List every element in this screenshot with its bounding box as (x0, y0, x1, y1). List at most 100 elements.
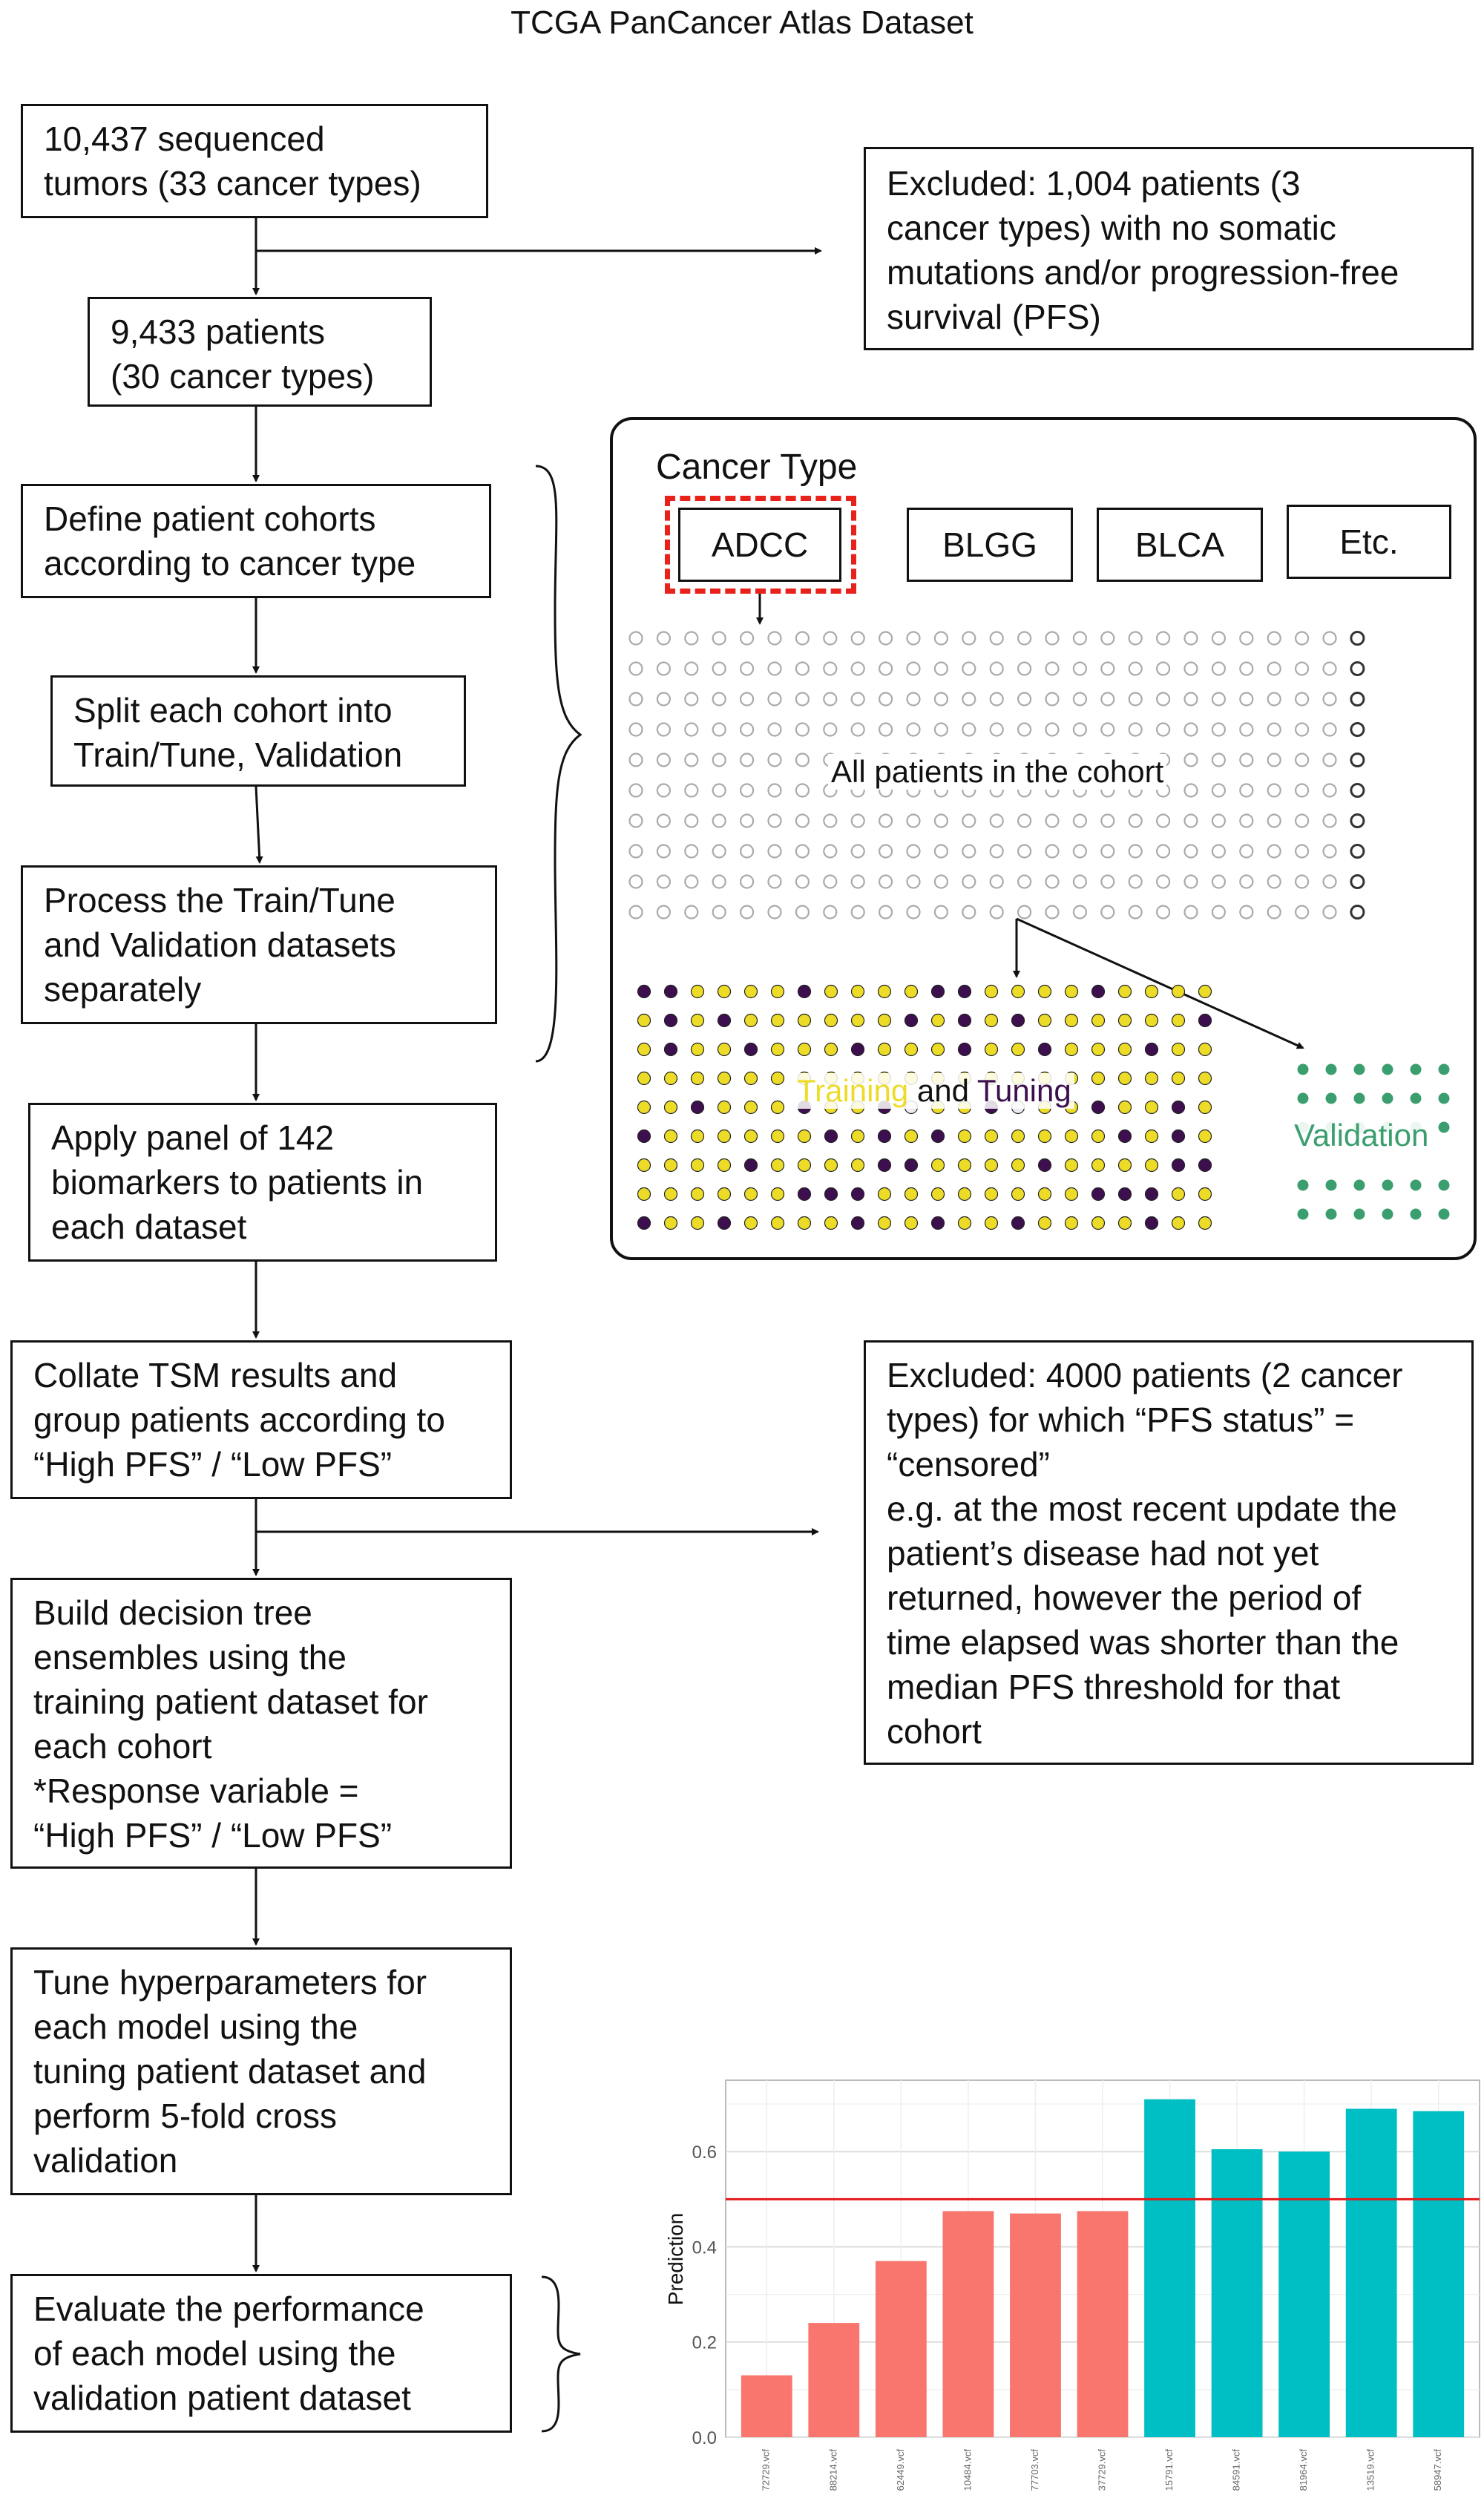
step-collate-results: Collate TSM results and group patients a… (10, 1340, 512, 1499)
patient-dot (1045, 661, 1060, 676)
patient-dot (1322, 692, 1337, 707)
train-tune-dot (1011, 1013, 1025, 1028)
train-tune-dot (1144, 1187, 1159, 1202)
train-tune-dot (797, 1216, 812, 1230)
step-define-cohorts: Define patient cohorts according to canc… (21, 484, 491, 598)
train-tune-dot (1117, 1216, 1132, 1230)
patient-dot (628, 844, 643, 859)
train-tune-dot (1171, 1071, 1186, 1086)
train-tune-dot (1171, 1013, 1186, 1028)
patient-dot (1239, 692, 1254, 707)
validation-dot (1297, 1063, 1309, 1075)
x-tick-label: 37729.vcf (1096, 2449, 1107, 2491)
train-tune-dot (1198, 1042, 1212, 1057)
patient-dot (1350, 783, 1365, 798)
patient-dot (962, 844, 976, 859)
validation-dot (1438, 1121, 1450, 1133)
patient-dot (656, 874, 672, 889)
patient-dot (906, 905, 921, 920)
patient-dot (1045, 844, 1060, 859)
all-patients-label: All patients in the cohort (828, 754, 1167, 790)
train-tune-dot (1011, 1158, 1025, 1173)
train-tune-dot (1117, 1042, 1132, 1057)
patient-dot (628, 661, 643, 676)
patient-dot (1322, 874, 1337, 889)
patient-dot (712, 844, 726, 859)
train-tune-dot (1011, 1129, 1025, 1144)
train-tune-dot (770, 1129, 785, 1144)
patient-dot (1072, 874, 1088, 889)
cancer-type-etc: Etc. (1287, 505, 1451, 579)
patient-dot (739, 874, 755, 889)
patient-dot (1100, 905, 1115, 920)
train-tune-dot (743, 984, 758, 999)
train-tune-dot (957, 1013, 972, 1028)
page-title: TCGA PanCancer Atlas Dataset (510, 4, 974, 41)
y-tick-label: 0.2 (692, 2333, 717, 2353)
train-tune-dot (717, 984, 732, 999)
patient-dot (1350, 661, 1365, 676)
patient-dot (1183, 631, 1198, 646)
train-tune-dot (957, 1042, 972, 1057)
train-tune-dot (743, 1013, 758, 1028)
train-tune-dot (663, 1013, 678, 1028)
patient-dot (1183, 783, 1198, 798)
patient-dot (1128, 631, 1143, 646)
patient-dot (906, 874, 921, 889)
train-tune-dot (1011, 1216, 1025, 1230)
patient-dot (1350, 631, 1365, 646)
patient-dot (1128, 905, 1143, 920)
patient-dot (656, 844, 672, 859)
patient-dot (1155, 844, 1171, 859)
patient-dot (656, 722, 672, 737)
patient-dot (712, 753, 726, 767)
patient-dot (1350, 753, 1365, 767)
patient-dot (962, 692, 976, 707)
bar-88214-vcf (808, 2323, 860, 2437)
train-tune-dot (957, 1216, 972, 1230)
patient-dot (684, 874, 699, 889)
train-tune-dot (1037, 1187, 1052, 1202)
patient-dot (1072, 844, 1088, 859)
validation-dot (1410, 1063, 1422, 1075)
patient-dot (906, 813, 921, 828)
training-label: Training (797, 1073, 909, 1108)
train-tune-dot (984, 1187, 999, 1202)
patient-dot (989, 631, 1004, 646)
train-tune-dot (770, 1216, 785, 1230)
train-tune-dot (877, 1158, 892, 1173)
patient-dot (712, 692, 726, 707)
patient-dot (656, 905, 672, 920)
patient-dot (1211, 631, 1227, 646)
train-tune-dot (1198, 1129, 1212, 1144)
train-tune-dot (797, 1187, 812, 1202)
validation-label: Validation (1291, 1118, 1432, 1153)
train-tune-dot (663, 984, 678, 999)
patient-dot (795, 844, 810, 859)
train-tune-dot (637, 1071, 651, 1086)
patient-dot (795, 874, 810, 889)
train-tune-dot (690, 1187, 705, 1202)
brace-icon (535, 465, 582, 1063)
patient-dot (1017, 813, 1032, 828)
train-tune-dot (957, 1187, 972, 1202)
train-tune-dot (690, 1129, 705, 1144)
cancer-type-blca: BLCA (1097, 508, 1263, 582)
validation-dot (1353, 1092, 1365, 1104)
patient-dot (739, 905, 755, 920)
train-tune-dot (663, 1071, 678, 1086)
patient-dot (1017, 661, 1032, 676)
train-tune-dot (1091, 984, 1106, 999)
train-tune-dot (904, 1129, 919, 1144)
patient-dot (795, 722, 810, 737)
bar-81964-vcf (1278, 2151, 1330, 2437)
step-patients: 9,433 patients (30 cancer types) (88, 297, 432, 407)
y-axis-label: Prediction (664, 2213, 687, 2306)
patient-dot (1100, 722, 1115, 737)
patient-dot (850, 844, 865, 859)
patient-dot (767, 905, 782, 920)
train-tune-dot (824, 1042, 838, 1057)
patient-dot (712, 874, 726, 889)
train-tune-dot (984, 984, 999, 999)
train-tune-dot (904, 1158, 919, 1173)
